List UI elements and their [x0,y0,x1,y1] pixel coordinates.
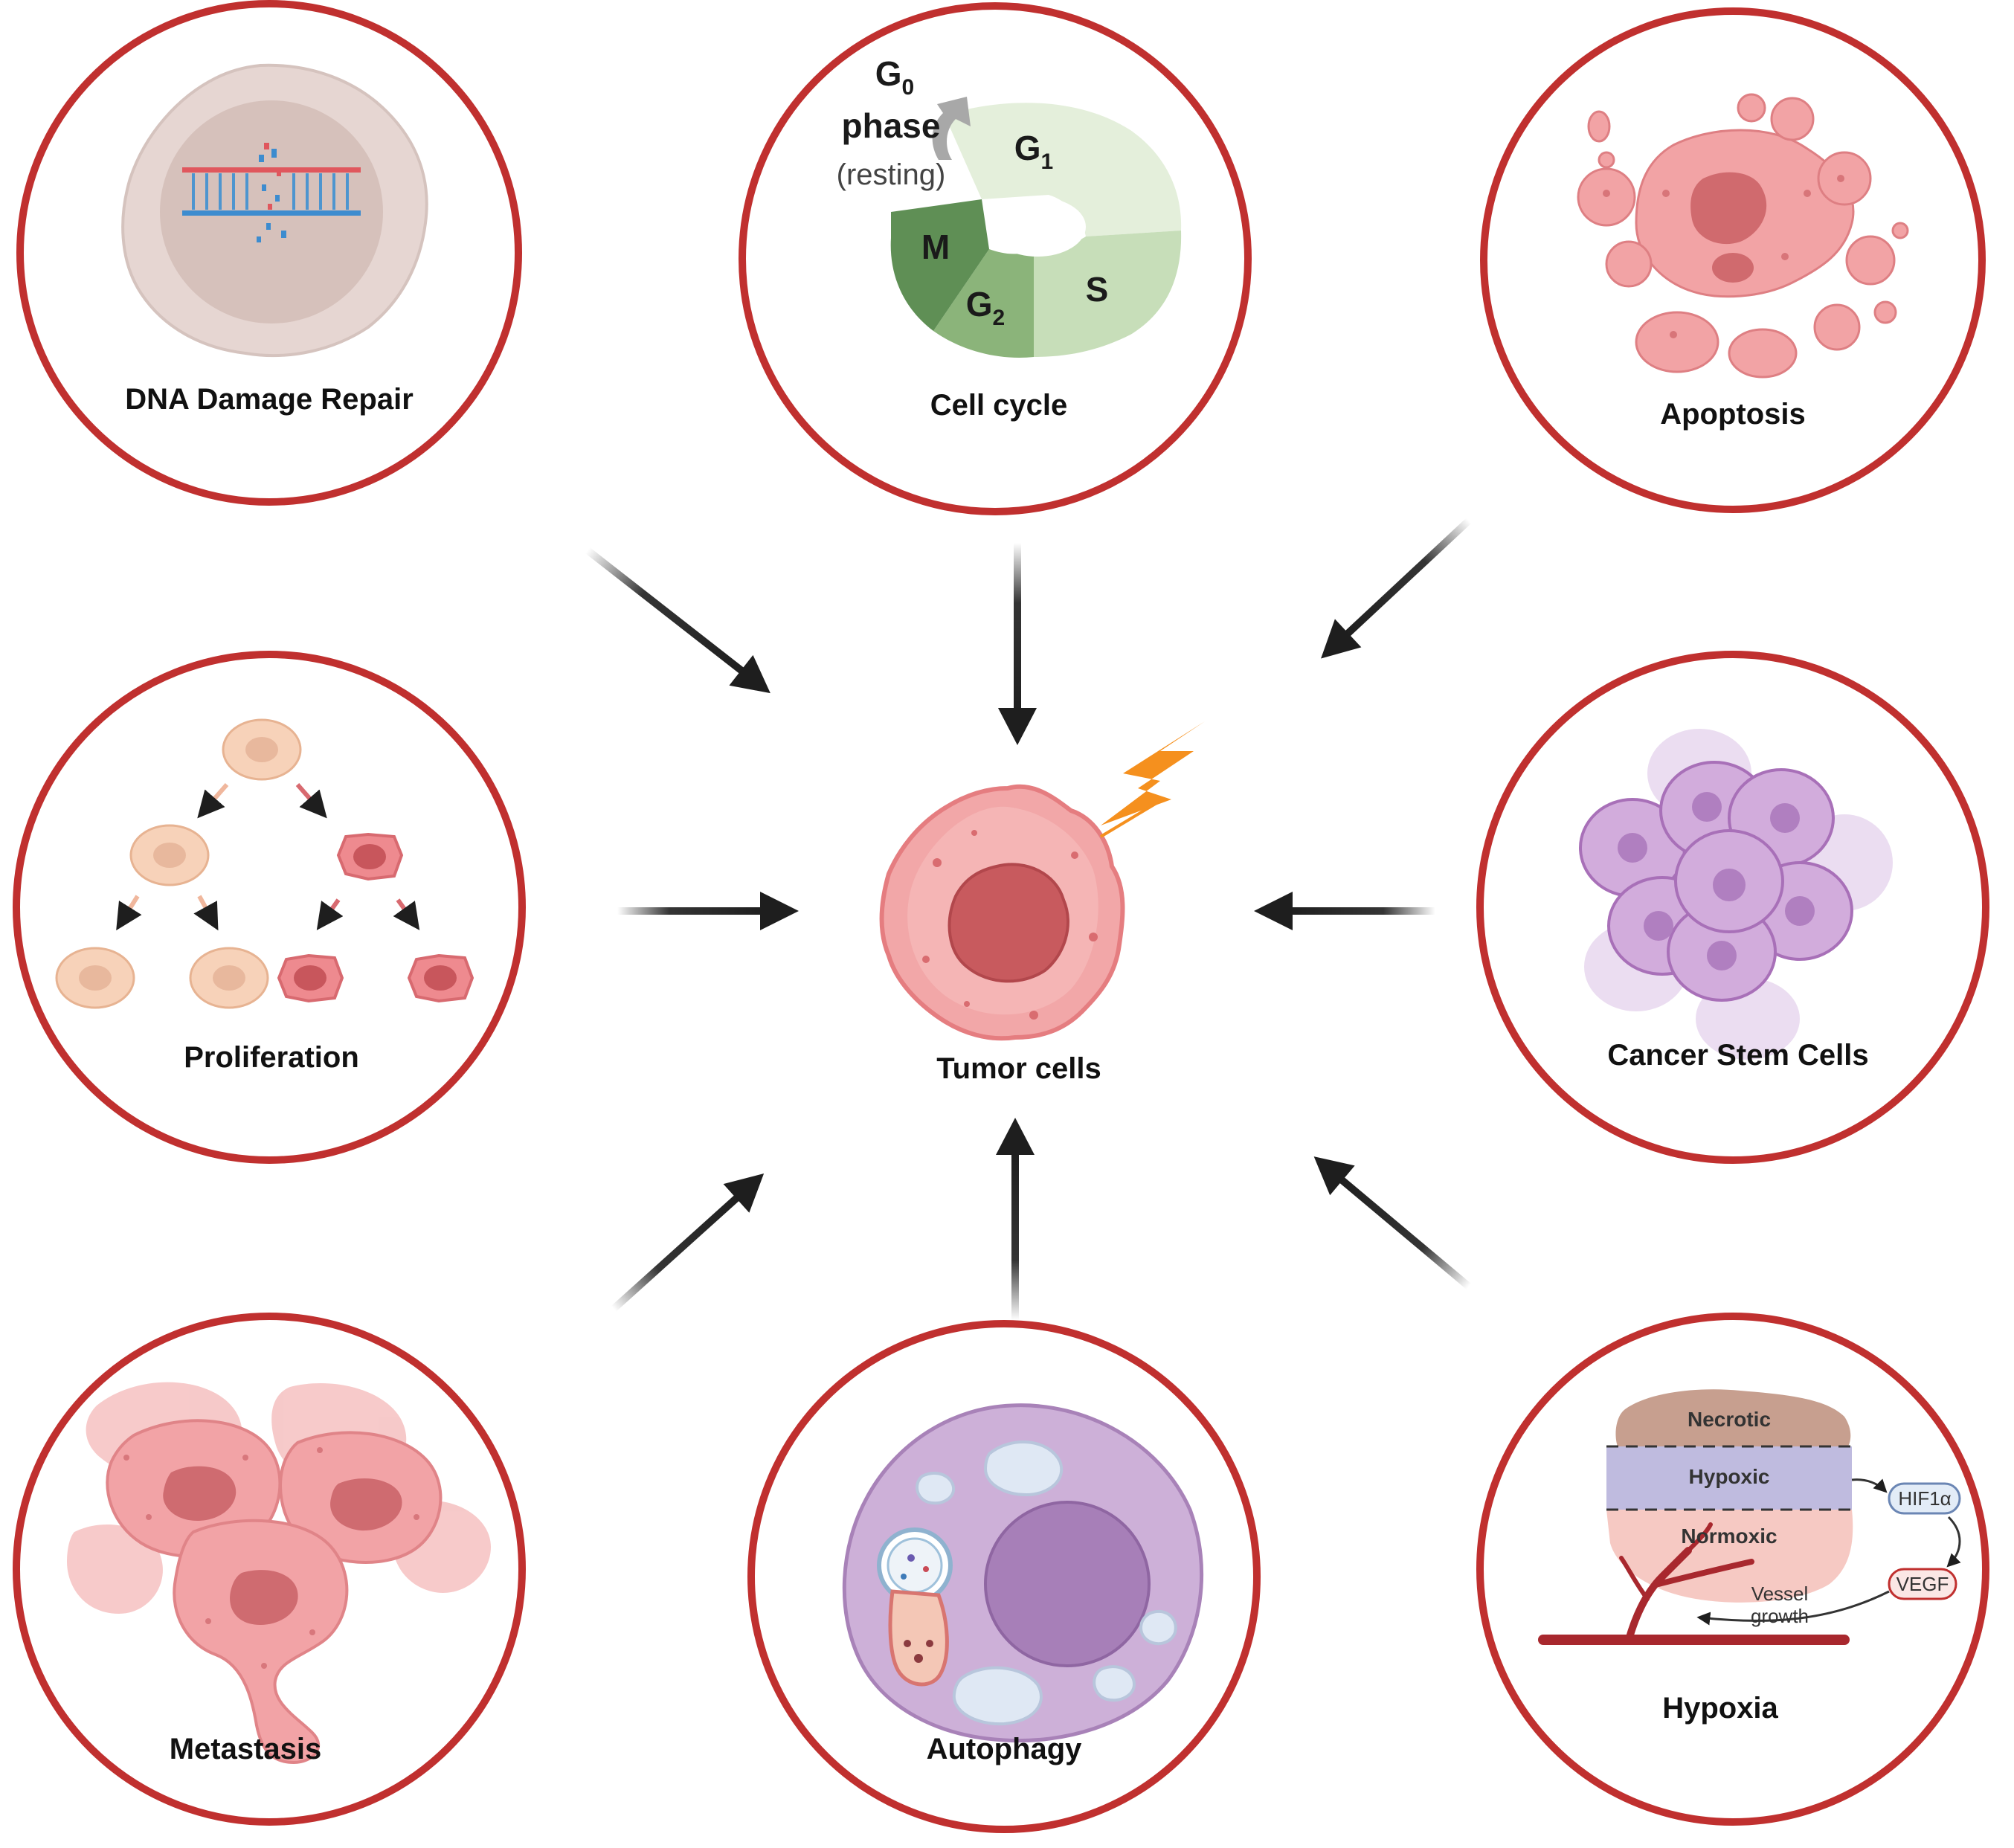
autophagy-label: Autophagy [927,1733,1083,1765]
cell-cycle-wheel [890,97,1182,358]
hypoxic-label: Hypoxic [1689,1465,1770,1488]
panel-proliferation-ring [13,651,526,1164]
panel-cell-cycle: G0 phase (resting) G1 S G2 M Cell cycle [739,2,1252,515]
arrow-cell-cycle [998,543,1037,745]
g2-label: G2 [966,285,1005,330]
dna-double-strand-icon [182,143,361,242]
phase-s-segment [1034,231,1182,357]
arrows-group [585,518,1472,1320]
panel-autophagy: Autophagy [747,1320,1261,1833]
pathway-arrows [1696,1478,1961,1626]
arrow-hypoxia [1313,1156,1472,1290]
apoptotic-cell-icon [1577,93,1909,379]
vegf-label: VEGF [1896,1573,1949,1595]
dna-repair-label: DNA Damage Repair [125,383,414,416]
normoxic-label: Normoxic [1681,1525,1777,1548]
arrow-proliferation [617,892,799,930]
autophagy-nucleus [984,1501,1151,1667]
tumor-cells-label: Tumor cells [936,1052,1101,1085]
apoptotic-nucleus-icon [1690,172,1767,245]
panel-apoptosis: Apoptosis [1480,7,1986,513]
metastatic-cells [67,1382,491,1765]
g1-label: G1 [1014,129,1053,174]
phase-g1-segment [945,103,1182,236]
panel-metastasis: Metastasis [13,1313,526,1826]
vessel-growth-line2: growth [1751,1605,1809,1627]
phase-g2-segment [933,249,1034,358]
hypoxia-label: Hypoxia [1662,1692,1778,1725]
arrow-dna-repair [585,547,770,694]
hif1a-badge: HIF1α [1888,1482,1961,1515]
autophagosome-icon [877,1527,953,1687]
phase-m-segment [890,199,989,331]
stem-cell-cluster [1579,729,1893,1060]
cell-cycle-center-hole [989,197,1086,257]
necrotic-label: Necrotic [1688,1408,1771,1431]
apoptotic-dots [1603,175,1844,338]
panel-cancer-stem-cells: Cancer Stem Cells [1476,651,1989,1164]
tumor-cell-nucleus [948,863,1069,983]
panel-proliferation: Proliferation [13,651,526,1164]
cancer-stem-cells-label: Cancer Stem Cells [1607,1039,1868,1072]
tumor-cell: Tumor cells [879,721,1205,1085]
g0-resting-label: (resting) [837,158,946,191]
vacuole-icons [916,1440,1177,1726]
necrotic-zone [1615,1389,1851,1446]
blood-vessel-icon [1538,1522,1850,1645]
hif1a-label: HIF1α [1898,1487,1951,1510]
m-label: M [921,228,950,266]
vegf-badge: VEGF [1888,1568,1957,1600]
apoptotic-fragment-icon [1712,253,1754,283]
hypoxic-zone [1606,1446,1852,1510]
panel-dna-repair: DNA Damage Repair [16,0,522,506]
s-label: S [1086,270,1109,309]
cell-cycle-label: Cell cycle [930,389,1068,422]
g0-label: G0 [875,54,914,100]
apoptosis-label: Apoptosis [1660,398,1806,431]
g0-phase-label: phase [842,106,941,145]
arrow-apoptosis [1321,518,1472,659]
vessel-growth-line1: Vessel [1751,1583,1809,1605]
cancer-cells [277,832,474,1003]
arrow-autophagy [996,1118,1035,1320]
division-arrows [116,783,420,931]
lightning-icon [1101,721,1205,825]
g0-arrow-icon [932,97,971,160]
arrow-cancer-stem-cells [1254,892,1435,930]
proliferation-label: Proliferation [184,1041,359,1074]
arrow-metastasis [611,1173,765,1312]
metastasis-label: Metastasis [170,1733,322,1765]
panel-hypoxia: Necrotic Hypoxic Normoxic HIF1α VEGF Ves… [1476,1313,1989,1826]
normal-cells [55,718,302,1009]
